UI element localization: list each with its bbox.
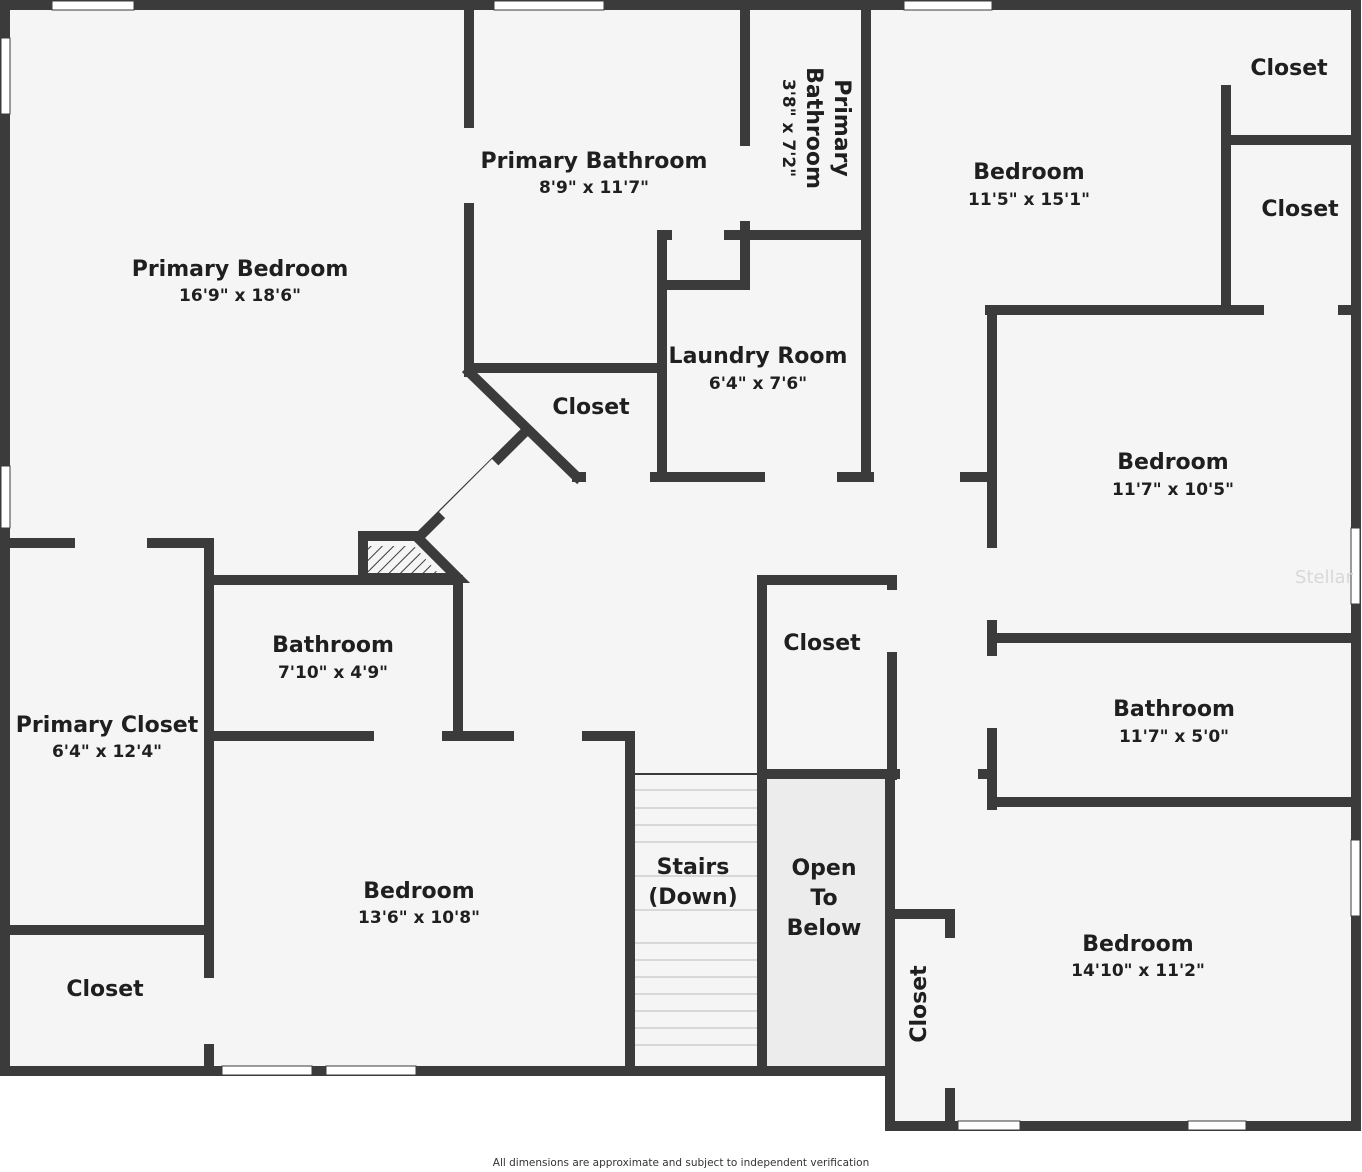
room-labels: Primary Bedroom 16'9" x 18'6" Primary Ba… [16, 56, 1354, 1043]
stairs-label-line2: (Down) [648, 885, 737, 910]
open-below-line2: To [810, 886, 837, 911]
bedroom-ne-dim: 11'5" x 15'1" [968, 190, 1090, 210]
svg-text:Bathroom: Bathroom [801, 67, 826, 189]
open-below-line1: Open [791, 856, 856, 881]
svg-text:Primary: Primary [829, 79, 854, 176]
bathroom-e-dim: 11'7" x 5'0" [1119, 727, 1229, 747]
door-openings [75, 10, 1338, 1088]
floor-fill [5, 5, 1356, 1126]
primary-bathroom-dim: 8'9" x 11'7" [539, 178, 649, 198]
closet-ne1-name: Closet [1250, 56, 1328, 81]
closet-center-name: Closet [552, 395, 630, 420]
watermark: Stellar [1295, 567, 1354, 588]
bedroom-se-name: Bedroom [1082, 932, 1193, 957]
primary-bedroom-dim: 16'9" x 18'6" [179, 286, 301, 306]
bedroom-e-name: Bedroom [1117, 450, 1228, 475]
closet-se-name: Closet [907, 965, 932, 1043]
disclaimer-text: All dimensions are approximate and subje… [492, 1157, 870, 1169]
primary-closet-name: Primary Closet [16, 713, 199, 738]
flue-hatch [368, 546, 438, 573]
laundry-room-dim: 6'4" x 7'6" [709, 374, 807, 394]
bedroom-se-dim: 14'10" x 11'2" [1071, 961, 1205, 981]
windows [0, 0, 1361, 1131]
bathroom-center-name: Bathroom [272, 633, 394, 658]
bathroom-e-name: Bathroom [1113, 697, 1235, 722]
closet-ne2-name: Closet [1261, 197, 1339, 222]
svg-text:3'8" x 7'2": 3'8" x 7'2" [778, 79, 798, 177]
bedroom-e-dim: 11'7" x 10'5" [1112, 480, 1234, 500]
primary-bathroom-name: Primary Bathroom [481, 149, 708, 174]
stairs-treads [633, 773, 760, 1046]
open-below-line3: Below [787, 916, 862, 941]
bedroom-s-dim: 13'6" x 10'8" [358, 908, 480, 928]
bathroom-center-dim: 7'10" x 4'9" [278, 663, 388, 683]
bedroom-s-name: Bedroom [363, 879, 474, 904]
laundry-room-name: Laundry Room [669, 344, 848, 369]
bedroom-ne-name: Bedroom [973, 160, 1084, 185]
primary-bathroom-small-label: Primary Bathroom 3'8" x 7'2" [778, 67, 854, 189]
closet-sw-name: Closet [66, 977, 144, 1002]
stairs-label-line1: Stairs [657, 855, 730, 880]
closet-hall-name: Closet [783, 631, 861, 656]
primary-bedroom-name: Primary Bedroom [132, 257, 349, 282]
primary-closet-dim: 6'4" x 12'4" [52, 742, 162, 762]
